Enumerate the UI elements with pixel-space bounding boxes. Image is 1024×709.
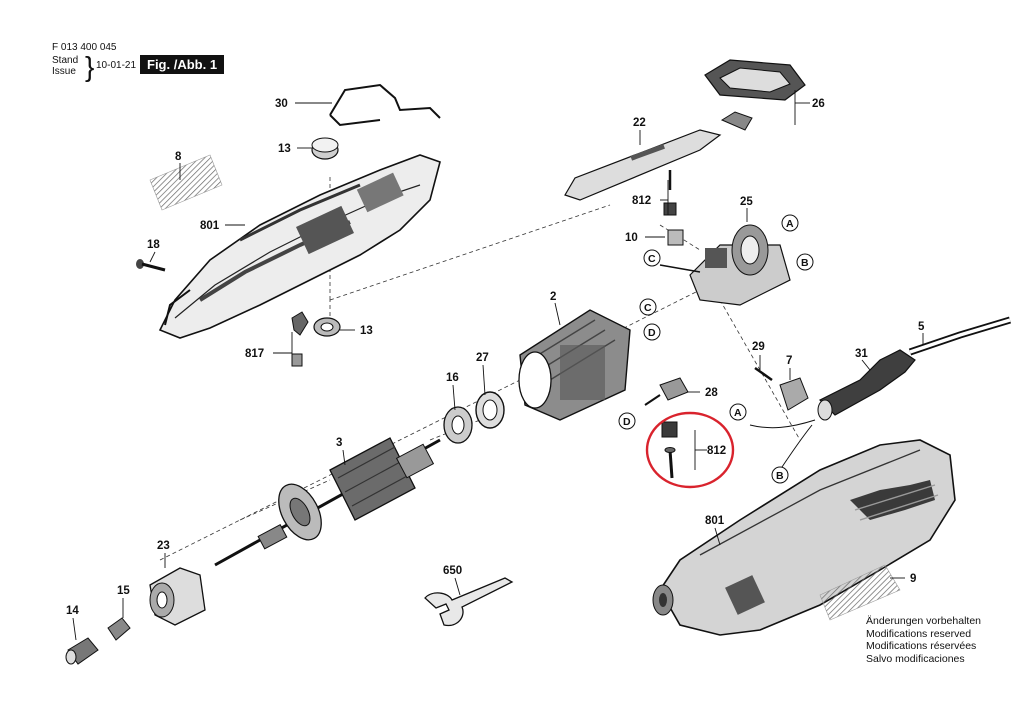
housing-half-801	[158, 154, 441, 339]
part-label-812-upper: 812	[632, 195, 651, 207]
issue-label: Issue	[52, 66, 76, 77]
part-label-8: 8	[175, 151, 182, 163]
part-label-18: 18	[147, 239, 160, 251]
note-line-fr: Modifications réservées	[866, 640, 977, 652]
modification-notes: Änderungen vorbehalten Modifications res…	[866, 615, 981, 665]
hanger-wire-30	[329, 83, 441, 127]
part-labels: 30 13 8 801 18 13 817 22 26 812 25 10 2 …	[66, 98, 925, 617]
switch-cover-26	[704, 59, 806, 131]
issue-date: 10-01-21	[96, 60, 137, 71]
part-label-27: 27	[476, 352, 489, 364]
tool-housing-801	[652, 439, 956, 636]
note-line-de: Änderungen vorbehalten	[866, 615, 982, 627]
cord-wires	[749, 419, 816, 471]
part-label-15: 15	[117, 585, 130, 597]
part-label-22: 22	[633, 117, 646, 129]
connector-b-cord: B	[776, 470, 784, 482]
bearing-13-bottom	[313, 317, 341, 337]
collet-14	[65, 637, 99, 665]
connector-c-top: C	[648, 253, 656, 265]
collet-nut-23	[149, 567, 206, 626]
note-line-es: Salvo modificaciones	[866, 652, 965, 665]
speed-control-25	[659, 224, 791, 306]
part-label-2: 2	[550, 291, 556, 303]
cord-sleeve-31	[817, 349, 916, 421]
slide-plate-22	[564, 129, 722, 201]
figure-label: Fig. /Abb. 1	[140, 55, 225, 74]
brush-cap-28	[644, 377, 689, 406]
part-label-30: 30	[275, 98, 288, 110]
cord-clamp-7	[754, 366, 809, 411]
part-label-5: 5	[918, 321, 925, 333]
part-label-26: 26	[812, 98, 825, 110]
part-label-817: 817	[245, 348, 264, 360]
brace-glyph: }	[85, 51, 95, 82]
connector-b-top: B	[801, 257, 809, 269]
part-label-650: 650	[443, 565, 462, 577]
label-sheet-9	[819, 564, 901, 621]
connector-c-stator: C	[644, 302, 652, 314]
brush-screw-812-upper	[663, 170, 677, 216]
part-label-13-top: 13	[278, 143, 291, 155]
part-label-801-bottom: 801	[705, 515, 725, 527]
connector-a-cord: A	[734, 407, 742, 419]
wrench-650	[424, 577, 514, 627]
bearing-16	[443, 406, 473, 444]
part-label-13-bottom: 13	[360, 325, 373, 337]
part-label-801-top: 801	[200, 220, 220, 232]
part-label-3: 3	[336, 437, 342, 449]
screw-18	[136, 259, 166, 272]
part-label-10: 10	[625, 232, 638, 244]
part-label-25: 25	[740, 196, 753, 208]
part-label-23: 23	[157, 540, 170, 552]
part-label-9: 9	[910, 573, 916, 585]
part-label-31: 31	[855, 348, 868, 360]
lock-part-817	[291, 311, 309, 367]
cap-13-top	[311, 137, 339, 160]
note-line-en: Modifications reserved	[866, 627, 972, 640]
part-label-7: 7	[786, 355, 792, 367]
brush-holder-10	[667, 229, 684, 246]
part-label-14: 14	[66, 605, 79, 617]
carbon-brush-812-highlighted	[661, 421, 678, 479]
connector-d-stator: D	[648, 327, 656, 339]
part-number: F 013 400 045	[52, 42, 117, 53]
stator-2	[518, 309, 631, 421]
fan-baffle-27	[475, 391, 505, 429]
collet-15	[107, 617, 131, 641]
part-label-16: 16	[446, 372, 459, 384]
leader-lines	[72, 90, 924, 641]
highlight-circle	[645, 411, 735, 489]
part-label-29: 29	[752, 341, 765, 353]
label-sheet-8	[149, 154, 223, 211]
armature-3	[214, 437, 441, 567]
part-label-28: 28	[705, 387, 718, 399]
part-label-812-highlighted: 812	[707, 445, 726, 457]
connector-a-top: A	[786, 218, 794, 230]
connector-markers: A B C C D D A B	[618, 214, 814, 484]
connector-d-brush: D	[623, 416, 631, 428]
stand-label: Stand	[52, 55, 79, 66]
